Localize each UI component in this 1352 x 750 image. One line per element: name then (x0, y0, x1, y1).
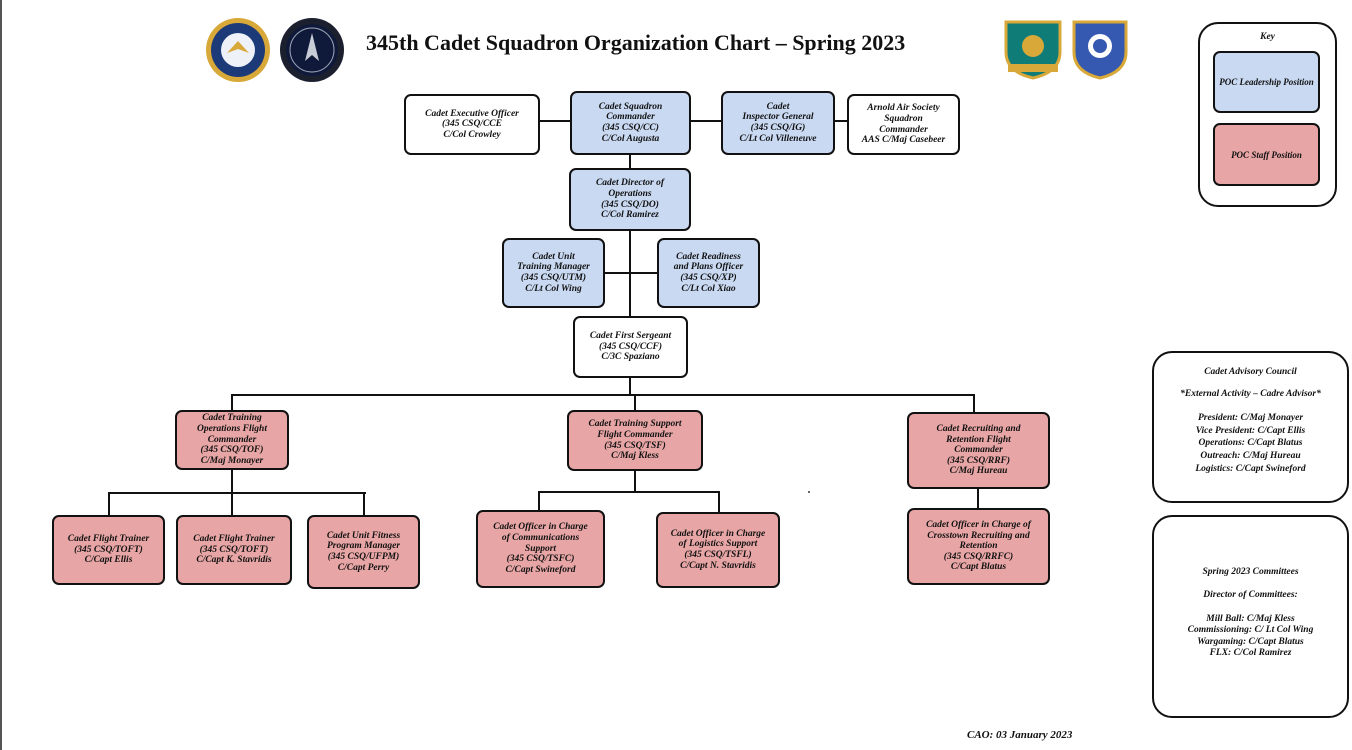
space-force-seal-icon (280, 18, 344, 82)
advisory-heading: Cadet Advisory Council (1204, 367, 1297, 377)
node-executive-officer: Cadet Executive Officer (345 CSQ/CCE C/C… (404, 94, 540, 155)
stray-dot (808, 491, 810, 493)
connector (231, 492, 233, 517)
page-left-edge (0, 0, 2, 750)
key-staff-swatch: POC Staff Position (1213, 123, 1320, 186)
connector (977, 487, 979, 511)
node-training-support-flight-commander: Cadet Training Support Flight Commander … (567, 410, 703, 471)
connector (718, 491, 720, 514)
connector (538, 491, 720, 493)
connector (108, 492, 110, 517)
connector (108, 492, 366, 494)
connector (231, 394, 975, 396)
node-communications-support: Cadet Officer in Charge of Communication… (476, 510, 605, 588)
connector (231, 394, 233, 412)
node-unit-fitness-program-manager: Cadet Unit Fitness Program Manager (345 … (307, 515, 420, 589)
footer-date: CAO: 03 January 2023 (967, 729, 1073, 741)
connector (538, 491, 540, 512)
connector (540, 120, 570, 122)
connector (634, 394, 636, 412)
node-crosstown-recruiting: Cadet Officer in Charge of Crosstown Rec… (907, 508, 1050, 585)
connector (834, 120, 848, 122)
connector (231, 469, 233, 493)
node-flight-trainer-stavridis: Cadet Flight Trainer (345 CSQ/TOFT) C/Ca… (176, 515, 292, 585)
node-aas-commander: Arnold Air Society Squadron Commander AA… (847, 94, 960, 155)
node-first-sergeant: Cadet First Sergeant (345 CSQ/CCF) C/3C … (573, 316, 688, 378)
node-flight-trainer-ellis: Cadet Flight Trainer (345 CSQ/TOFT) C/Ca… (52, 515, 165, 585)
connector (363, 492, 365, 517)
node-training-ops-flight-commander: Cadet Training Operations Flight Command… (175, 410, 289, 470)
key-heading: Key (1260, 32, 1275, 42)
node-readiness-plans-officer: Cadet Readiness and Plans Officer (345 C… (657, 238, 760, 308)
page-title: 345th Cadet Squadron Organization Chart … (366, 30, 906, 55)
advisory-council-panel: Cadet Advisory Council *External Activit… (1152, 351, 1349, 503)
committees-panel: Spring 2023 Committees Director of Commi… (1152, 515, 1349, 718)
connector (629, 154, 631, 394)
node-inspector-general: Cadet Inspector General (345 CSQ/IG) C/L… (721, 91, 835, 155)
squadron-crest-icon (1072, 20, 1128, 80)
node-unit-training-manager: Cadet Unit Training Manager (345 CSQ/UTM… (502, 238, 605, 308)
committees-heading: Spring 2023 Committees (1202, 567, 1299, 577)
advisory-members: President: C/Maj Monayer Vice President:… (1195, 412, 1306, 475)
node-logistics-support: Cadet Officer in Charge of Logistics Sup… (656, 512, 780, 588)
node-director-of-operations: Cadet Director of Operations (345 CSQ/DO… (569, 168, 691, 231)
connector (973, 394, 975, 414)
connector (634, 470, 636, 492)
key-leadership-swatch: POC Leadership Position (1213, 51, 1320, 113)
advisory-note: *External Activity – Cadre Advisor* (1180, 389, 1321, 400)
committees-members: Mill Ball: C/Maj Kless Commissioning: C/… (1187, 613, 1314, 658)
node-squadron-commander: Cadet Squadron Commander (345 CSQ/CC) C/… (570, 91, 691, 155)
afrotc-crest-icon (1004, 20, 1062, 80)
connector (595, 272, 658, 274)
air-force-seal-icon (206, 18, 270, 82)
node-recruiting-retention-flight-commander: Cadet Recruiting and Retention Flight Co… (907, 412, 1050, 489)
connector (690, 120, 722, 122)
committees-director: Director of Committees: (1203, 590, 1298, 601)
